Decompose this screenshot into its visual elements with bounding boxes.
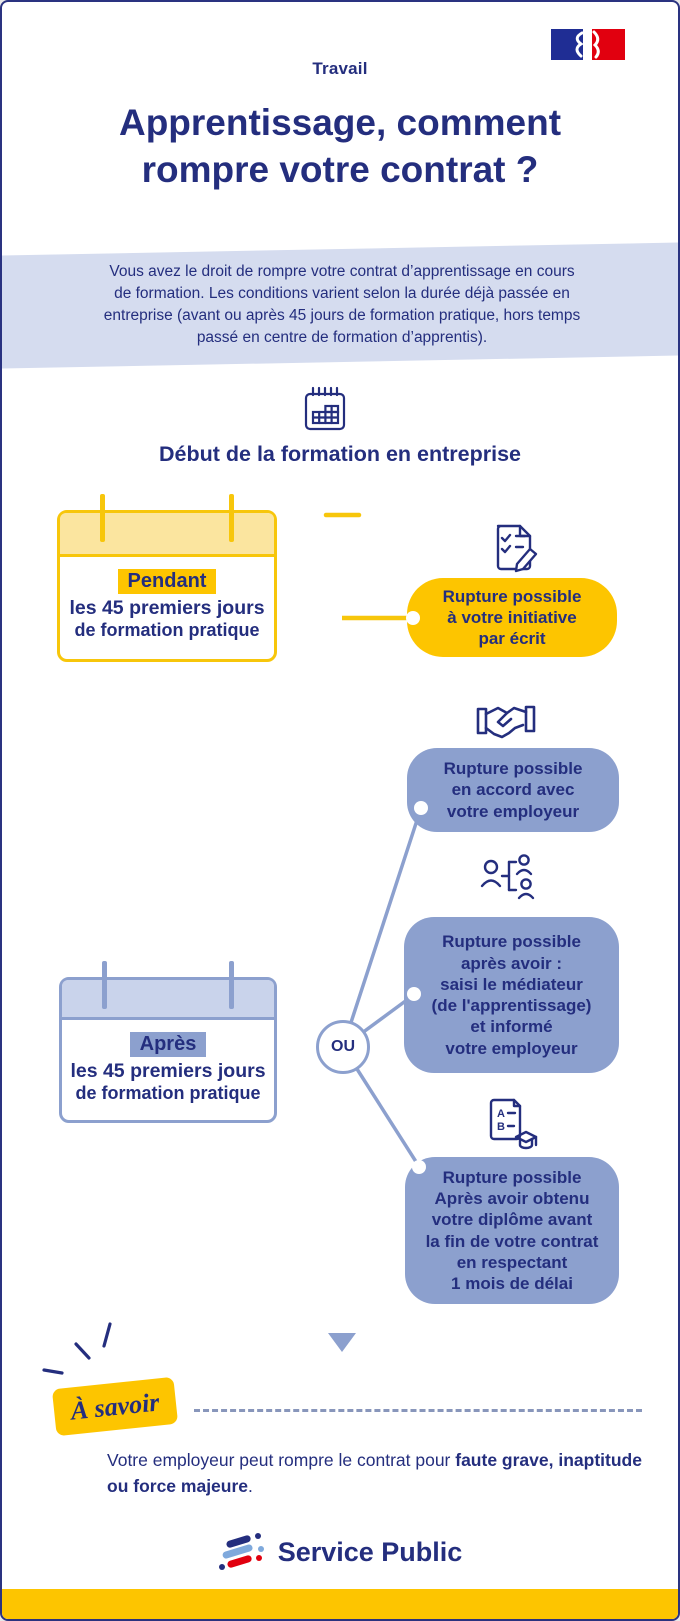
document-signature-icon <box>496 524 538 573</box>
period-highlight: Après <box>129 1032 207 1057</box>
calendar-card-header <box>62 980 274 1020</box>
option-bubble-diplome: Rupture possible Après avoir obtenu votr… <box>405 1157 619 1304</box>
period-line1: les 45 premiers jours <box>70 1060 266 1082</box>
calendar-pin <box>100 494 105 542</box>
calendar-pin <box>102 961 107 1009</box>
a-savoir-text: Votre employeur peut rompre le contrat p… <box>107 1447 652 1500</box>
bottom-accent-bar <box>2 1589 678 1619</box>
period-card-pendant: Pendant les 45 premiers jours de formati… <box>57 494 277 662</box>
service-public-logo: Service Public <box>2 1530 678 1574</box>
connector-dot <box>406 611 420 625</box>
a-savoir-text-end: . <box>248 1476 253 1497</box>
handshake-icon <box>476 705 536 739</box>
option-bubble-initiative: Rupture possible à votre initiative par … <box>407 578 617 657</box>
a-savoir-text-normal: Votre employeur peut rompre le contrat p… <box>107 1450 456 1470</box>
svg-text:B: B <box>497 1121 505 1133</box>
service-public-wordmark: Service Public <box>277 1536 463 1567</box>
period-line2: de formation pratique <box>75 1083 261 1103</box>
connector-dot <box>407 987 421 1001</box>
page-title: Apprentissage, comment rompre votre cont… <box>118 102 562 190</box>
option-bubble-mediateur: Rupture possible après avoir : saisi le … <box>404 917 619 1073</box>
sparkle-rays-icon <box>42 1322 112 1375</box>
service-public-mark-icon <box>218 1530 268 1574</box>
down-arrow <box>328 1333 356 1352</box>
period-highlight: Pendant <box>117 569 217 594</box>
mediator-people-icon <box>480 854 535 900</box>
category-label: Travail <box>312 59 368 78</box>
period-line1: les 45 premiers jours <box>69 597 265 619</box>
section-heading: Début de la formation en entreprise <box>159 442 521 466</box>
a-savoir-text-bold: faute grave, inaptitude ou force majeure <box>107 1450 642 1497</box>
connector-dot <box>412 1160 426 1174</box>
calendar-card-header <box>60 513 274 557</box>
option-bubble-accord: Rupture possible en accord avec votre em… <box>407 748 619 832</box>
timeline-connectors <box>323 512 423 1352</box>
period-line2: de formation pratique <box>74 620 260 640</box>
period-card-apres: Après les 45 premiers jours de formation… <box>59 961 277 1123</box>
french-government-flag-icon <box>551 29 625 60</box>
dashed-divider <box>194 1409 642 1412</box>
calendar-icon <box>304 386 346 431</box>
diploma-icon: A B <box>489 1098 538 1150</box>
connector-dot <box>414 801 428 815</box>
svg-text:A: A <box>497 1108 505 1120</box>
calendar-pin <box>229 961 234 1009</box>
intro-text: Vous avez le droit de rompre votre contr… <box>103 263 581 346</box>
calendar-pin <box>229 494 234 542</box>
or-node: OU <box>316 1020 370 1074</box>
